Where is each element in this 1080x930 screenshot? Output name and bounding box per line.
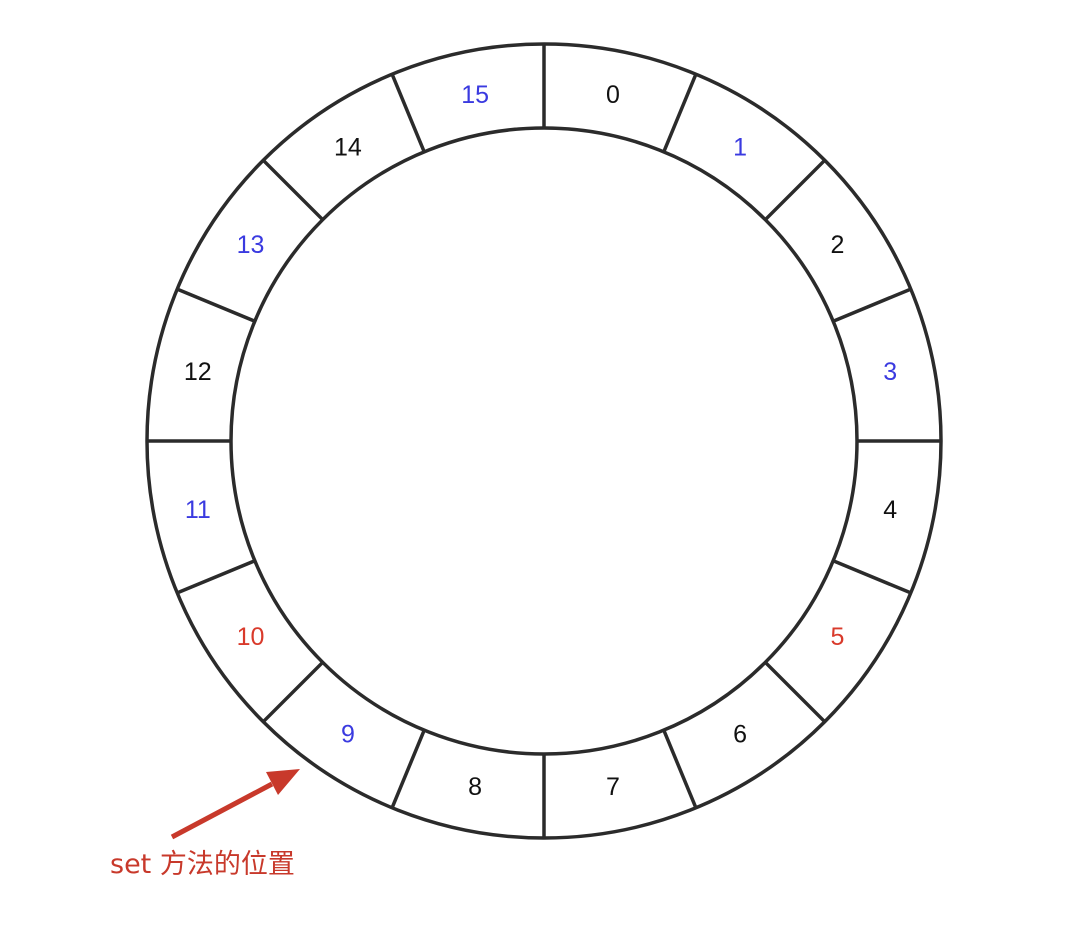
slot-label-12: 12: [184, 358, 212, 386]
slot-label-1: 1: [733, 134, 747, 162]
slot-divider: [390, 729, 426, 809]
slot-divider: [662, 729, 698, 809]
slot-label-7: 7: [606, 773, 620, 801]
slot-divider: [832, 287, 912, 323]
slot-divider: [662, 73, 698, 153]
ring-inner-circle: [229, 126, 859, 756]
slot-label-8: 8: [468, 773, 482, 801]
slot-divider: [176, 559, 256, 595]
slot-divider: [262, 159, 324, 221]
slot-divider: [764, 661, 826, 723]
slot-label-0: 0: [606, 81, 620, 109]
slot-divider: [390, 73, 426, 153]
slot-label-9: 9: [341, 721, 355, 749]
slot-label-14: 14: [334, 134, 362, 162]
slot-divider: [176, 287, 256, 323]
slot-label-6: 6: [733, 721, 747, 749]
slot-label-15: 15: [461, 81, 489, 109]
slot-divider: [832, 559, 912, 595]
slot-dividers: [147, 44, 941, 838]
slot-label-11: 11: [185, 496, 211, 524]
slot-label-10: 10: [237, 623, 265, 651]
slot-divider: [764, 159, 826, 221]
slot-label-2: 2: [831, 231, 845, 259]
slot-label-5: 5: [831, 623, 845, 651]
slot-divider: [262, 661, 324, 723]
arrow-head: [266, 769, 300, 795]
arrow-shaft: [170, 781, 274, 840]
annotation-arrow: [170, 769, 300, 840]
annotation-caption: set 方法的位置: [110, 849, 295, 880]
slot-label-3: 3: [883, 358, 897, 386]
slot-label-13: 13: [237, 231, 265, 259]
slot-label-4: 4: [883, 496, 897, 524]
